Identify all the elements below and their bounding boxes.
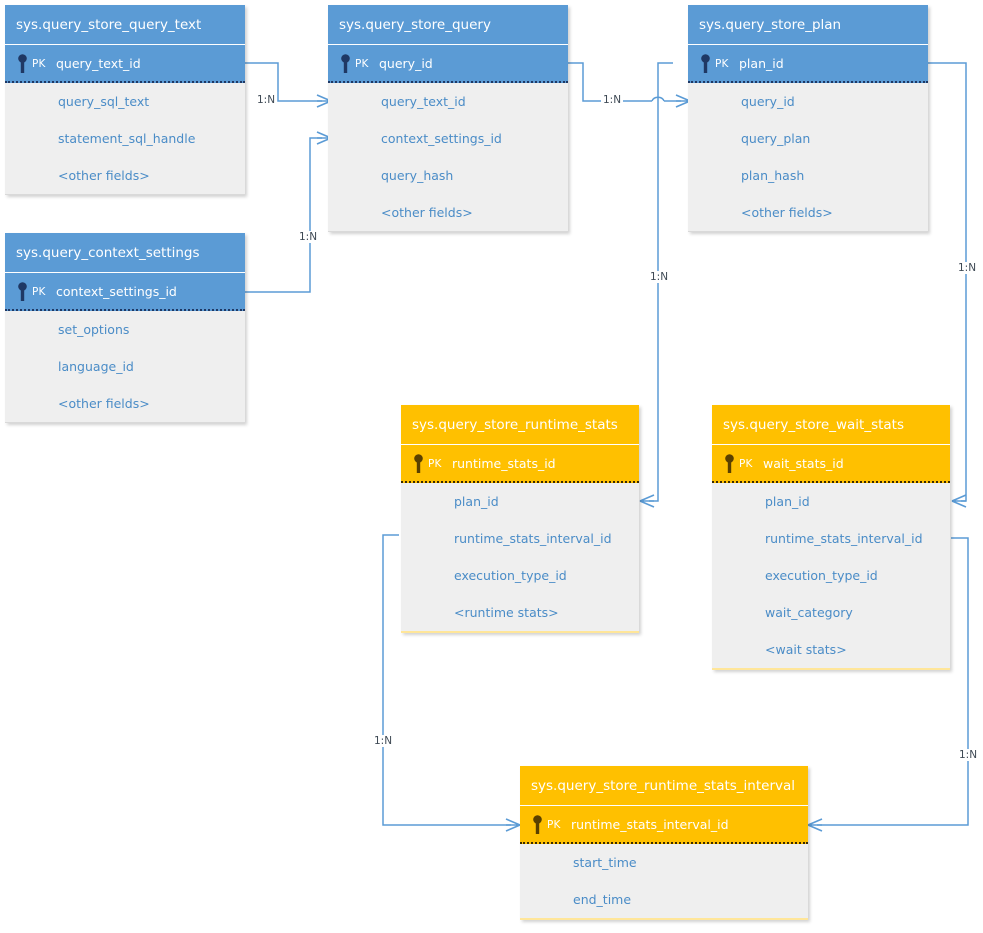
entity-title: sys.query_store_query_text [5, 5, 245, 45]
field-row[interactable]: wait_category [765, 605, 853, 620]
field-row[interactable]: <other fields> [58, 396, 150, 411]
primary-key-row[interactable]: PK runtime_stats_interval_id [520, 806, 808, 844]
primary-key-row[interactable]: PK query_text_id [5, 45, 245, 83]
field-row[interactable]: set_options [58, 322, 130, 337]
entity-title: sys.query_store_runtime_stats [401, 405, 639, 445]
pk-field-name: query_id [379, 56, 433, 71]
pk-field-name: wait_stats_id [763, 456, 844, 471]
field-row[interactable]: runtime_stats_interval_id [765, 531, 923, 546]
field-row[interactable]: <other fields> [741, 205, 833, 220]
entity-query-store-query[interactable]: sys.query_store_query PK query_id query_… [328, 5, 568, 232]
field-row[interactable]: end_time [573, 892, 632, 907]
pk-field-name: runtime_stats_interval_id [571, 817, 729, 832]
cardinality-query-to-plan: 1:N [601, 94, 624, 106]
primary-key-row[interactable]: PK plan_id [688, 45, 928, 83]
entity-fields: plan_id runtime_stats_interval_id execut… [712, 483, 950, 670]
field-row[interactable]: <other fields> [381, 205, 473, 220]
entity-query-store-wait-stats[interactable]: sys.query_store_wait_stats PK wait_stats… [712, 405, 950, 670]
pk-tag: PK [739, 458, 753, 470]
entity-title: sys.query_context_settings [5, 233, 245, 273]
field-row[interactable]: query_sql_text [58, 94, 150, 109]
entity-fields: start_time end_time [520, 844, 808, 920]
primary-key-row[interactable]: PK query_id [328, 45, 568, 83]
pk-field-name: query_text_id [56, 56, 141, 71]
entity-fields: query_id query_plan plan_hash <other fie… [688, 83, 928, 232]
entity-query-store-query-text[interactable]: sys.query_store_query_text PK query_text… [5, 5, 245, 195]
field-row[interactable]: context_settings_id [381, 131, 502, 146]
entity-title: sys.query_store_runtime_stats_interval [520, 766, 808, 806]
cardinality-wait-stats-to-interval: 1:N [957, 749, 980, 761]
field-row[interactable]: runtime_stats_interval_id [454, 531, 612, 546]
field-row[interactable]: execution_type_id [454, 568, 567, 583]
primary-key-row[interactable]: PK runtime_stats_id [401, 445, 639, 483]
field-row[interactable]: start_time [573, 855, 637, 870]
connector-plan-to-runtime-stats [639, 62, 673, 508]
entity-fields: query_text_id context_settings_id query_… [328, 83, 568, 232]
key-icon [18, 54, 27, 73]
pk-tag: PK [32, 58, 46, 70]
field-row[interactable]: plan_id [765, 494, 810, 509]
pk-field-name: plan_id [739, 56, 784, 71]
pk-tag: PK [715, 58, 729, 70]
field-row[interactable]: statement_sql_handle [58, 131, 196, 146]
entity-fields: query_sql_text statement_sql_handle <oth… [5, 83, 245, 195]
key-icon [701, 54, 710, 73]
pk-tag: PK [428, 458, 442, 470]
key-icon [341, 54, 350, 73]
field-row[interactable]: <runtime stats> [454, 605, 559, 620]
cardinality-runtime-stats-to-interval: 1:N [372, 735, 395, 747]
key-icon [18, 282, 27, 301]
cardinality-plan-to-wait-stats: 1:N [956, 262, 979, 274]
entity-title: sys.query_store_query [328, 5, 568, 45]
primary-key-row[interactable]: PK context_settings_id [5, 273, 245, 311]
field-row[interactable]: language_id [58, 359, 134, 374]
entity-title: sys.query_store_plan [688, 5, 928, 45]
key-icon [725, 454, 734, 473]
connector-context-to-query [245, 131, 332, 293]
entity-fields: set_options language_id <other fields> [5, 311, 245, 423]
field-row[interactable]: <other fields> [58, 168, 150, 183]
pk-tag: PK [547, 819, 561, 831]
cardinality-plan-to-runtime-stats: 1:N [648, 271, 671, 283]
entity-query-store-plan[interactable]: sys.query_store_plan PK plan_id query_id… [688, 5, 928, 232]
field-row[interactable]: execution_type_id [765, 568, 878, 583]
field-row[interactable]: query_text_id [381, 94, 466, 109]
entity-query-store-runtime-stats[interactable]: sys.query_store_runtime_stats PK runtime… [401, 405, 639, 633]
cardinality-context-to-query: 1:N [297, 231, 320, 243]
connector-query-to-plan [568, 62, 691, 108]
pk-tag: PK [32, 286, 46, 298]
entity-title: sys.query_store_wait_stats [712, 405, 950, 445]
key-icon [414, 454, 423, 473]
field-row[interactable]: plan_id [454, 494, 499, 509]
pk-field-name: context_settings_id [56, 284, 177, 299]
pk-tag: PK [355, 58, 369, 70]
cardinality-text-to-query: 1:N [255, 94, 278, 106]
field-row[interactable]: query_id [741, 94, 795, 109]
field-row[interactable]: query_hash [381, 168, 454, 183]
primary-key-row[interactable]: PK wait_stats_id [712, 445, 950, 483]
key-icon [533, 815, 542, 834]
entity-query-context-settings[interactable]: sys.query_context_settings PK context_se… [5, 233, 245, 423]
field-row[interactable]: query_plan [741, 131, 811, 146]
entity-query-store-runtime-stats-interval[interactable]: sys.query_store_runtime_stats_interval P… [520, 766, 808, 920]
field-row[interactable]: <wait stats> [765, 642, 847, 657]
pk-field-name: runtime_stats_id [452, 456, 556, 471]
field-row[interactable]: plan_hash [741, 168, 805, 183]
entity-fields: plan_id runtime_stats_interval_id execut… [401, 483, 639, 633]
